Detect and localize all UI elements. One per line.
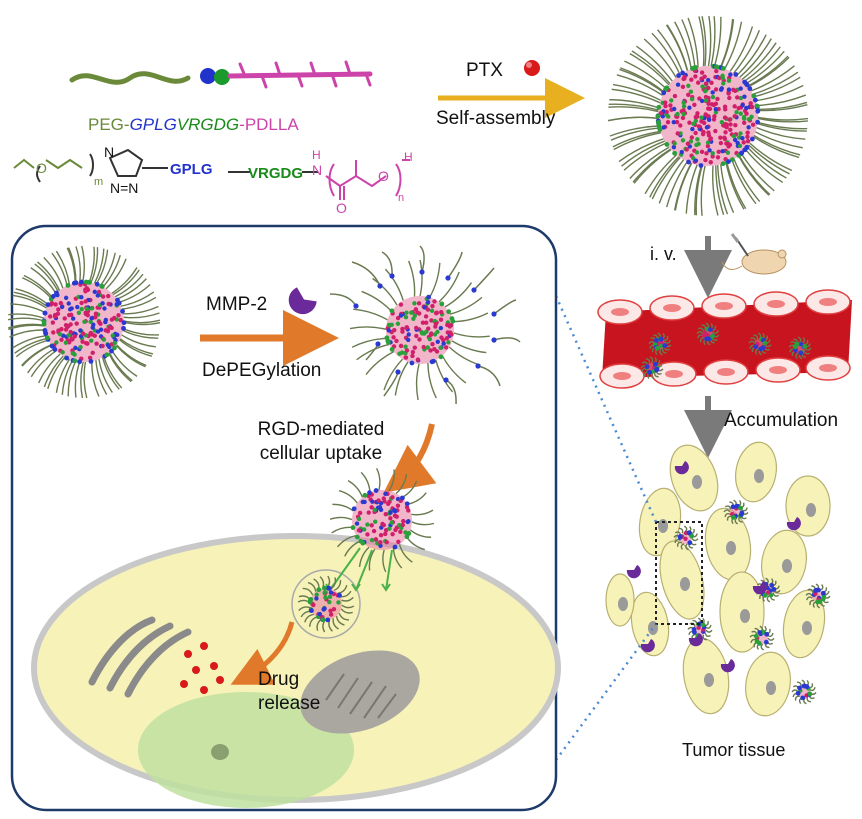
ptx-drug-icon (524, 60, 540, 76)
polymer-title: PEG-GPLGVRGDG-PDLLA (88, 114, 299, 137)
title-pdlla: -PDLLA (239, 115, 299, 134)
chem-nh-h: H (312, 148, 321, 162)
chem-oxygen: O (36, 160, 47, 176)
mmp2-label: MMP-2 (206, 294, 268, 315)
title-peg: PEG- (88, 115, 130, 134)
tumor-tissue-label: Tumor tissue (682, 740, 786, 760)
micelle-rgd-binding (325, 467, 435, 592)
chem-vrgdg: VRGDG (248, 165, 304, 182)
cancer-cell (31, 533, 561, 808)
zoom-line-bottom (554, 623, 658, 761)
drug-line1: Drug (258, 669, 300, 690)
released-drug (180, 642, 224, 694)
chem-n2: N=N (110, 180, 139, 196)
mitochondrion-cristae (325, 673, 397, 719)
nucleus (138, 692, 354, 808)
micelle-intact (7, 245, 161, 399)
polymer-chain (69, 60, 373, 89)
self-assembly-label: Self-assembly (436, 108, 556, 129)
drug-release-label: Drug release (258, 668, 320, 716)
rgd-line2: cellular uptake (259, 443, 383, 464)
chem-n: N (312, 162, 323, 178)
ptx-label: PTX (466, 60, 503, 81)
zoom-selection-box (655, 521, 703, 625)
endosome (291, 569, 361, 639)
chemical-structure (13, 148, 410, 200)
chem-o2: O (378, 168, 389, 184)
chem-m: m (94, 176, 104, 188)
mmp2-enzyme-icon (288, 287, 317, 315)
blood-vessel (597, 289, 852, 389)
uptake-arrow (383, 423, 437, 493)
rgd-line1: RGD-mediated (257, 419, 385, 440)
mouse-icon (721, 233, 787, 275)
chem-n1: N (104, 144, 115, 160)
micelle-large (607, 15, 809, 216)
golgi-apparatus (88, 616, 192, 698)
release-arrow (230, 621, 295, 685)
chem-gplg: GPLG (170, 161, 213, 178)
vrgdg-bead (214, 69, 230, 85)
depegylation-label: DePEGylation (202, 360, 322, 381)
iv-label: i. v. (650, 244, 677, 264)
mitochondrion (300, 650, 420, 734)
title-vrgdg: VRGDG (176, 115, 240, 134)
title-gplg: GPLG (129, 115, 177, 134)
drug-line2: release (258, 693, 321, 714)
micelle-depegylated (349, 259, 490, 401)
tumor-tissue (605, 441, 831, 717)
rgd-label: RGD-mediated cellular uptake (246, 418, 396, 466)
cleaved-peg-chains (329, 245, 521, 405)
chem-h: H (404, 150, 413, 164)
accumulation-label: Accumulation (724, 410, 839, 431)
gplg-bead (200, 68, 216, 84)
chem-carbonyl-o: O (336, 200, 347, 216)
micelle-internalized (297, 575, 355, 633)
chem-n-sub: n (398, 192, 405, 204)
